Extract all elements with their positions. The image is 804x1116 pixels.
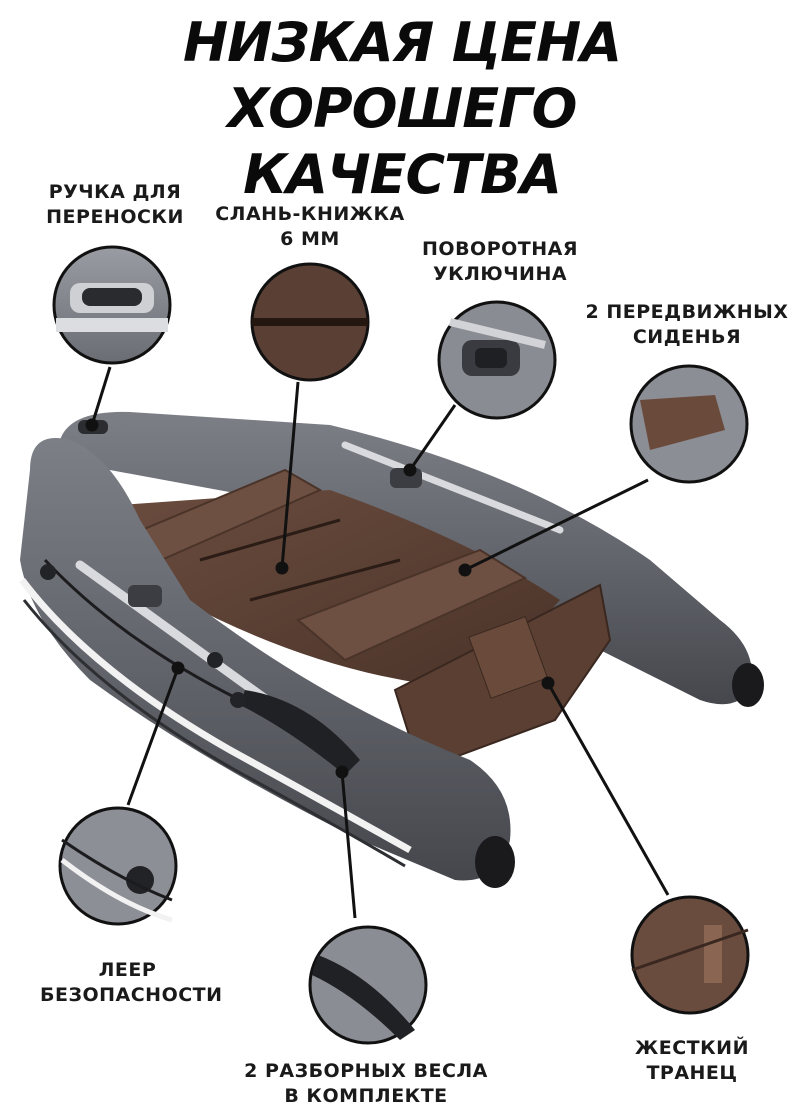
boat: [19, 411, 764, 888]
callout-oarlock-line-1: ПОВОРОТНАЯ: [422, 238, 578, 260]
callout-lifeline-line-2: БЕЗОПАСНОСТИ: [40, 984, 223, 1006]
callout-handle-line-2: ПЕРЕНОСКИ: [46, 206, 184, 228]
tube-stripe: [19, 577, 412, 854]
line-floor: [280, 381, 300, 569]
transom-plate: [468, 616, 549, 699]
callout-oars-line-1: 2 РАЗБОРНЫХ ВЕСЛА: [244, 1060, 488, 1082]
line-oars: [340, 771, 357, 919]
callout-floor: СЛАНЬ-КНИЖКА 6 ММ: [205, 202, 415, 252]
detail-circle-transom: [630, 895, 750, 1015]
callout-handle: РУЧКА ДЛЯ ПЕРЕНОСКИ: [40, 180, 190, 230]
tube-cone-near: [475, 836, 515, 888]
tube-stripe-dark: [22, 599, 406, 868]
line-transom: [546, 682, 670, 896]
line-oarlock: [408, 404, 457, 471]
floor-seam: [249, 558, 401, 602]
headline-line-1: НИЗКАЯ ЦЕНА ХОРОШЕГО: [182, 11, 622, 140]
dot-oarlock: [403, 463, 417, 477]
seat-rear: [296, 548, 528, 662]
detail-circle-handle: [52, 245, 172, 365]
line-handle: [90, 366, 112, 426]
dot-oars: [335, 765, 349, 779]
floor-seam: [199, 518, 341, 562]
callout-oars-line-2: В КОМПЛЕКТЕ: [284, 1085, 448, 1107]
line-seats: [464, 478, 649, 572]
callout-seats-line-1: 2 ПЕРЕДВИЖНЫХ: [585, 301, 789, 323]
tube-cone-far: [732, 663, 764, 707]
dot-lifeline: [171, 661, 185, 675]
valve: [207, 652, 223, 668]
headline: НИЗКАЯ ЦЕНА ХОРОШЕГО КАЧЕСТВА: [0, 10, 804, 208]
callout-transom: ЖЕСТКИЙ ТРАНЕЦ: [622, 1036, 762, 1086]
line-lifeline: [126, 667, 180, 806]
callout-transom-line-1: ЖЕСТКИЙ: [635, 1037, 749, 1059]
detail-circle-lifeline: [58, 806, 178, 926]
dot-transom: [541, 676, 555, 690]
valve: [40, 564, 56, 580]
boat-near-tube: [20, 438, 511, 881]
oarlock-near: [128, 585, 162, 607]
detail-circle-floor: [250, 262, 370, 382]
callout-lifeline-line-1: ЛЕЕР: [98, 959, 157, 981]
callout-seats: 2 ПЕРЕДВИЖНЫХ СИДЕНЬЯ: [582, 300, 792, 350]
oar-blade-near: [240, 690, 360, 775]
detail-circle-oars: [308, 925, 428, 1045]
callout-oarlock-line-2: УКЛЮЧИНА: [432, 263, 568, 285]
dot-handle: [85, 418, 99, 432]
detail-circle-oarlock: [437, 300, 557, 420]
headline-line-2: КАЧЕСТВА: [243, 143, 562, 206]
callout-lifeline: ЛЕЕР БЕЗОПАСНОСТИ: [40, 958, 223, 1008]
boat-floor: [120, 490, 560, 690]
callout-oars: 2 РАЗБОРНЫХ ВЕСЛА В КОМПЛЕКТЕ: [232, 1059, 500, 1109]
callout-transom-line-2: ТРАНЕЦ: [646, 1062, 738, 1084]
callout-floor-line-2: 6 ММ: [280, 228, 340, 250]
callout-oarlock: ПОВОРОТНАЯ УКЛЮЧИНА: [410, 237, 590, 287]
detail-circle-seats: [629, 364, 749, 484]
dot-seats: [458, 563, 472, 577]
callout-seats-line-2: СИДЕНЬЯ: [632, 326, 742, 348]
valve: [230, 692, 246, 708]
callout-lines: [85, 366, 670, 919]
oar-far: [341, 441, 564, 534]
callout-floor-line-1: СЛАНЬ-КНИЖКА: [215, 203, 405, 225]
callout-handle-line-1: РУЧКА ДЛЯ: [48, 181, 182, 203]
dot-floor: [275, 561, 289, 575]
